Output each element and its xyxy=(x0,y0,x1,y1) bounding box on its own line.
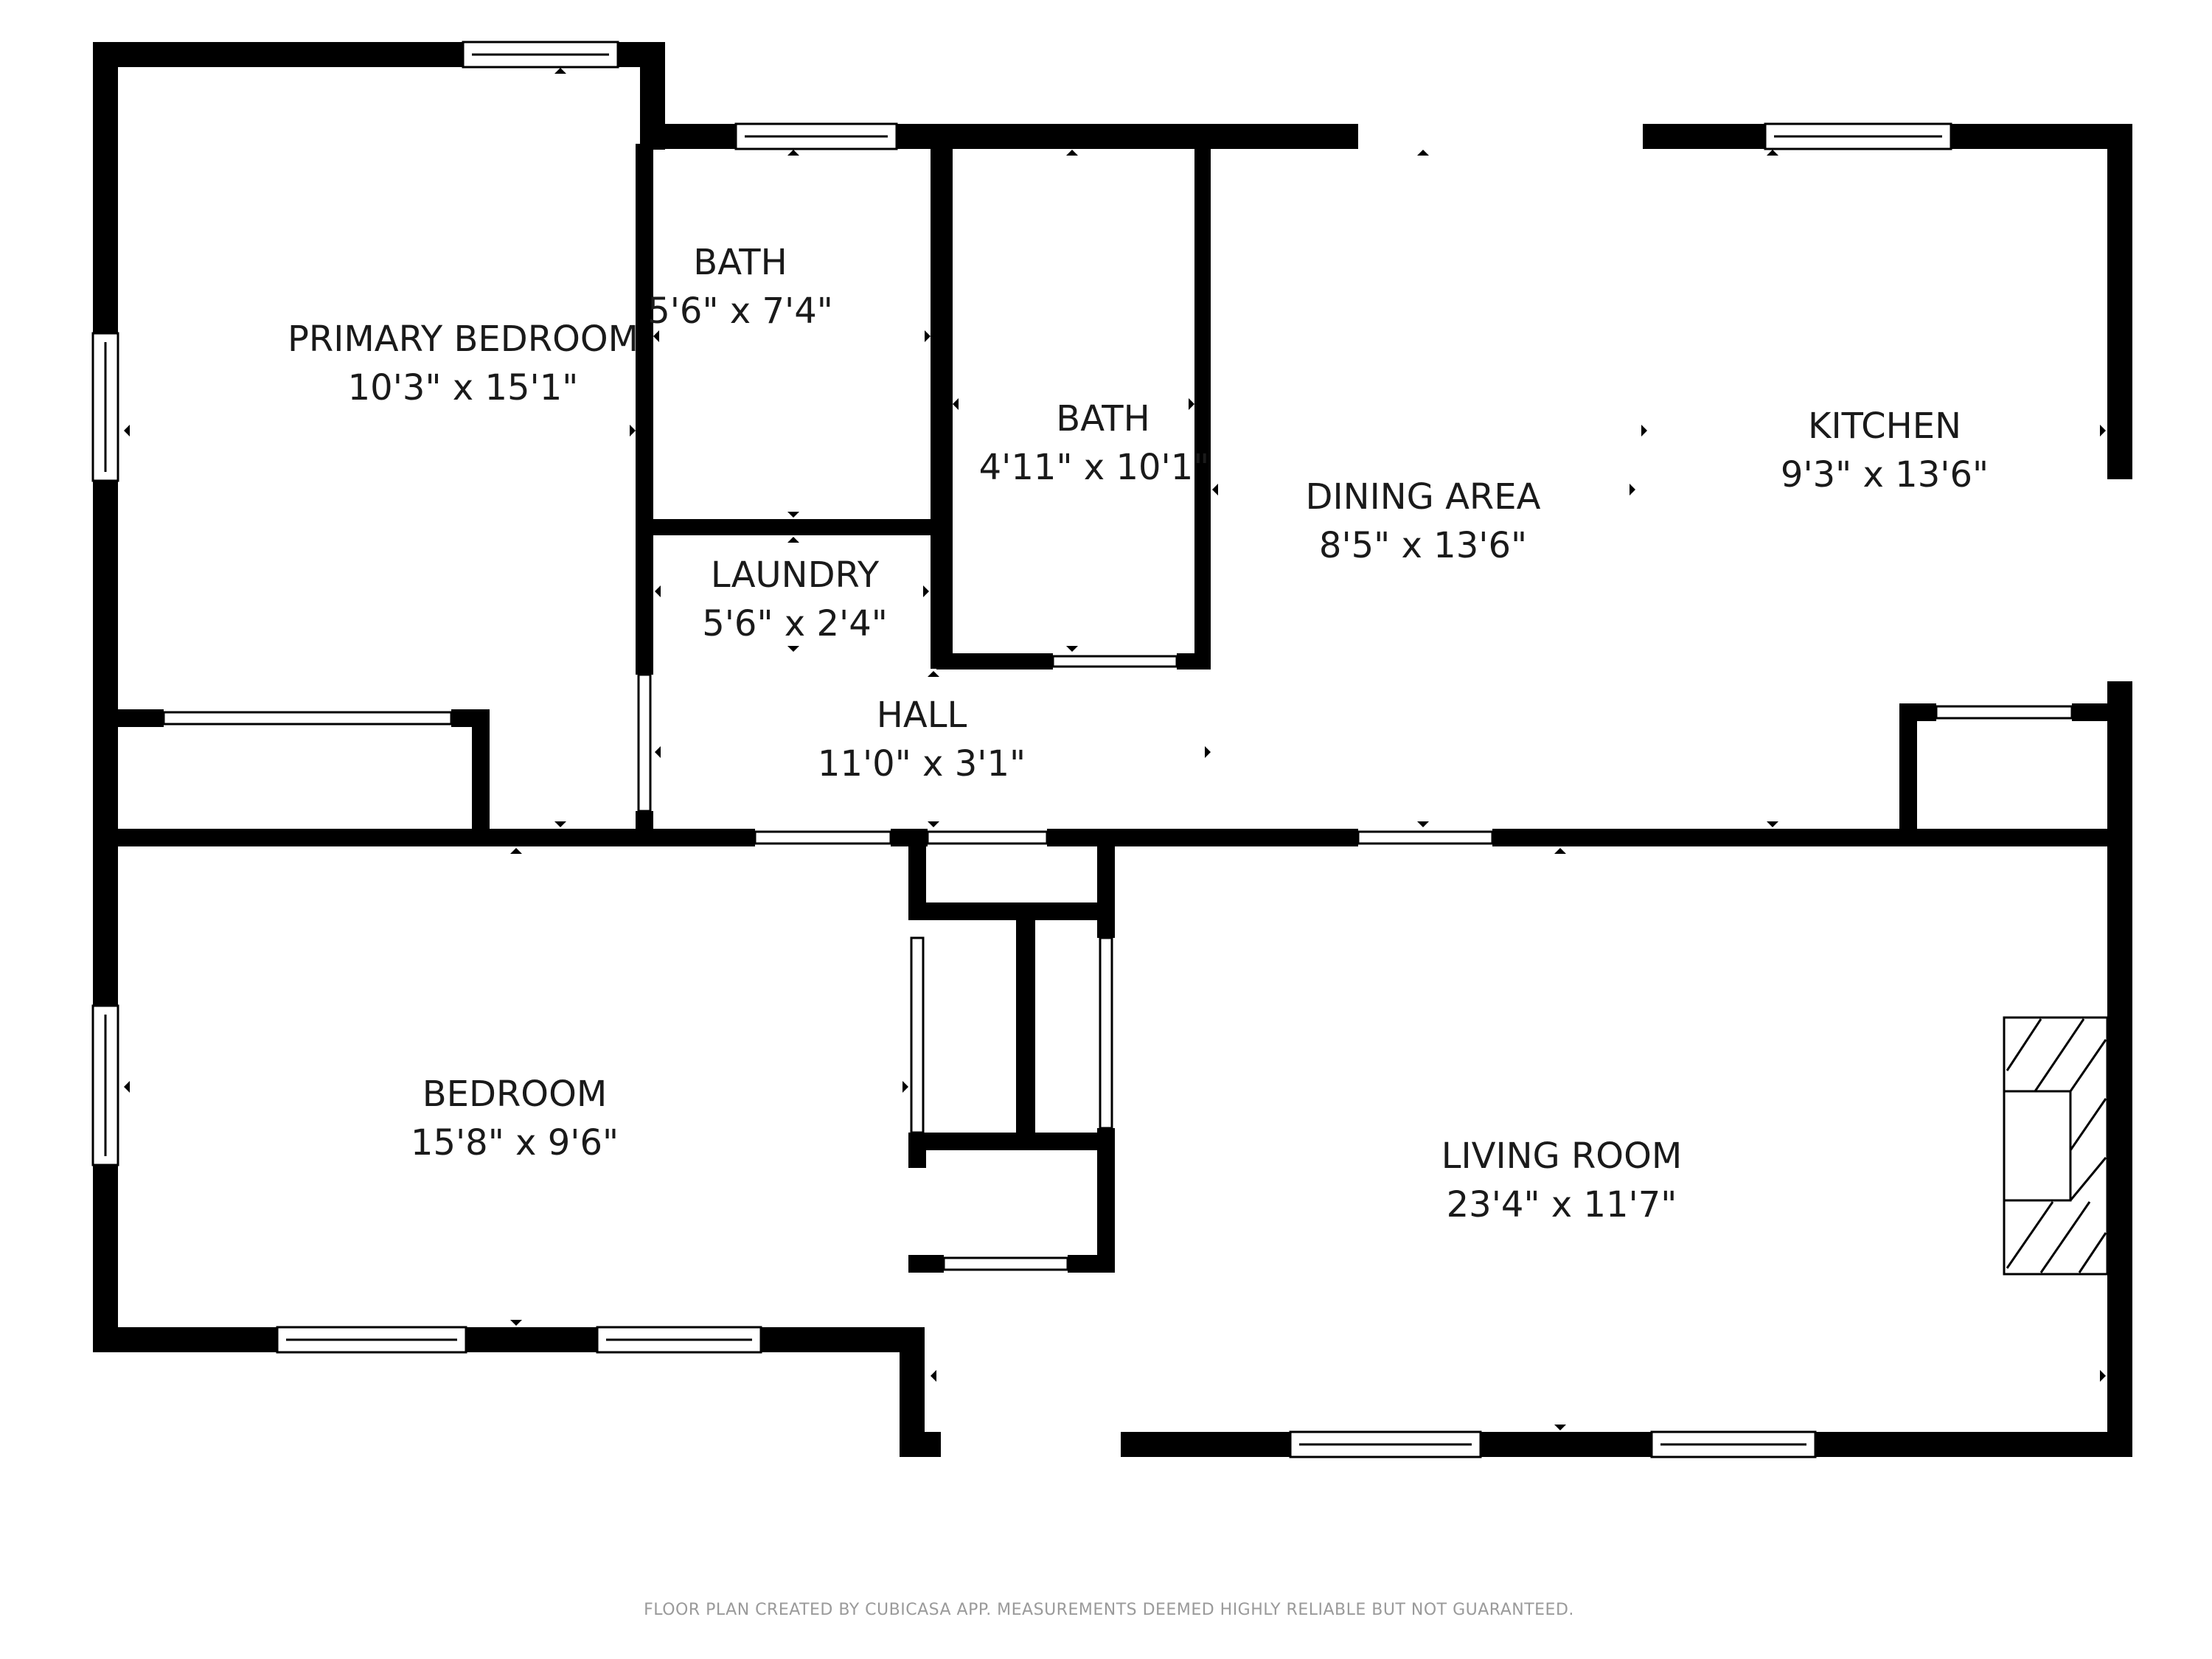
room-dimensions: 8'5" x 13'6" xyxy=(1319,525,1527,566)
window xyxy=(734,122,898,150)
room-kitchen: KITCHEN 9'3" x 13'6" xyxy=(1781,406,1989,495)
room-name: BATH xyxy=(1056,398,1150,439)
closet-opening xyxy=(1357,830,1494,845)
room-name: PRIMARY BEDROOM xyxy=(288,319,639,360)
wall-closet-top xyxy=(908,902,1115,920)
closet-opening xyxy=(1935,705,2073,720)
wall-closet-east-low xyxy=(1097,1128,1115,1273)
wall-divider-middle xyxy=(1047,829,1358,846)
room-name: KITCHEN xyxy=(1808,406,1961,447)
room-bath-1: BATH 5'6" x 7'4" xyxy=(647,242,833,332)
wall-closet-top-left xyxy=(118,709,164,727)
fireplace xyxy=(2003,1016,2109,1276)
windows xyxy=(91,41,2132,1458)
room-primary-bedroom: PRIMARY BEDROOM 10'3" x 15'1" xyxy=(288,319,639,408)
dimension-markers xyxy=(124,68,2106,1430)
wall-closet-bottom-left xyxy=(908,1255,944,1273)
wall-divider-east xyxy=(1492,829,2132,846)
room-dimensions: 11'0" x 3'1" xyxy=(818,743,1026,785)
closet-opening xyxy=(926,830,1048,845)
wall-bath1-south xyxy=(653,519,947,535)
wall-bath2-south-right xyxy=(1177,653,1211,669)
room-living-room: LIVING ROOM 23'4" x 11'7" xyxy=(1441,1135,1683,1225)
window xyxy=(91,332,119,482)
wall-closet-right xyxy=(472,709,490,836)
wall-divider-west xyxy=(93,829,755,846)
room-dining-area: DINING AREA 8'5" x 13'6" xyxy=(1306,476,1541,566)
wall-east-lower xyxy=(2107,681,2132,1457)
closet-opening xyxy=(942,1256,1069,1271)
window xyxy=(1764,122,1952,150)
wall-pantry-top-right xyxy=(2072,703,2107,721)
wall-pantry-top-left xyxy=(1899,703,1936,721)
window xyxy=(462,41,619,69)
window xyxy=(596,1326,762,1354)
wall-bedroom-south xyxy=(93,1327,925,1352)
opening xyxy=(941,1432,1121,1457)
wall-pantry-west xyxy=(1899,703,1917,836)
closet-opening xyxy=(754,830,892,845)
room-dimensions: 10'3" x 15'1" xyxy=(348,367,579,408)
room-name: HALL xyxy=(877,695,967,736)
closet-opening xyxy=(1099,936,1113,1130)
room-hall: HALL 11'0" x 3'1" xyxy=(818,695,1026,785)
wall-closet-center xyxy=(1016,920,1035,1150)
room-bedroom: BEDROOM 15'8" x 9'6" xyxy=(411,1074,619,1164)
wall-closet-middle xyxy=(908,1133,1115,1150)
closet-opening xyxy=(910,936,925,1134)
room-name: LAUNDRY xyxy=(711,554,880,596)
wall-bath2-west xyxy=(936,144,953,669)
room-dimensions: 5'6" x 2'4" xyxy=(702,603,888,644)
window xyxy=(276,1326,467,1354)
room-dimensions: 15'8" x 9'6" xyxy=(411,1122,619,1164)
room-laundry: LAUNDRY 5'6" x 2'4" xyxy=(702,554,888,644)
window xyxy=(1650,1430,1817,1458)
room-dimensions: 4'11" x 10'1" xyxy=(979,447,1210,488)
room-dimensions: 23'4" x 11'7" xyxy=(1447,1184,1677,1225)
interior-walls xyxy=(93,144,2132,1273)
window xyxy=(91,1004,119,1166)
room-name: DINING AREA xyxy=(1306,476,1541,518)
footer-disclaimer: FLOOR PLAN CREATED BY CUBICASA APP. MEAS… xyxy=(644,1601,1574,1619)
opening xyxy=(2107,479,2132,681)
closet-opening xyxy=(1051,655,1178,668)
opening xyxy=(1358,124,1643,149)
room-name: BEDROOM xyxy=(422,1074,608,1115)
wall-primary-east xyxy=(636,144,653,675)
room-name: LIVING ROOM xyxy=(1441,1135,1683,1177)
room-name: BATH xyxy=(693,242,787,283)
window xyxy=(1289,1430,1482,1458)
wall-east-upper xyxy=(2107,124,2132,479)
room-bath-2: BATH 4'11" x 10'1" xyxy=(979,398,1210,488)
closet-opening xyxy=(162,711,453,726)
wall-closet-east-top xyxy=(1097,838,1115,938)
wall-closet-bottom-right xyxy=(1068,1255,1115,1273)
wall-closet-west-low xyxy=(908,1150,926,1168)
room-dimensions: 5'6" x 7'4" xyxy=(647,291,833,332)
room-dimensions: 9'3" x 13'6" xyxy=(1781,454,1989,495)
closet-opening xyxy=(637,673,652,813)
wall-bath2-east xyxy=(1194,144,1211,669)
wall-bath2-south-left xyxy=(936,653,1053,669)
